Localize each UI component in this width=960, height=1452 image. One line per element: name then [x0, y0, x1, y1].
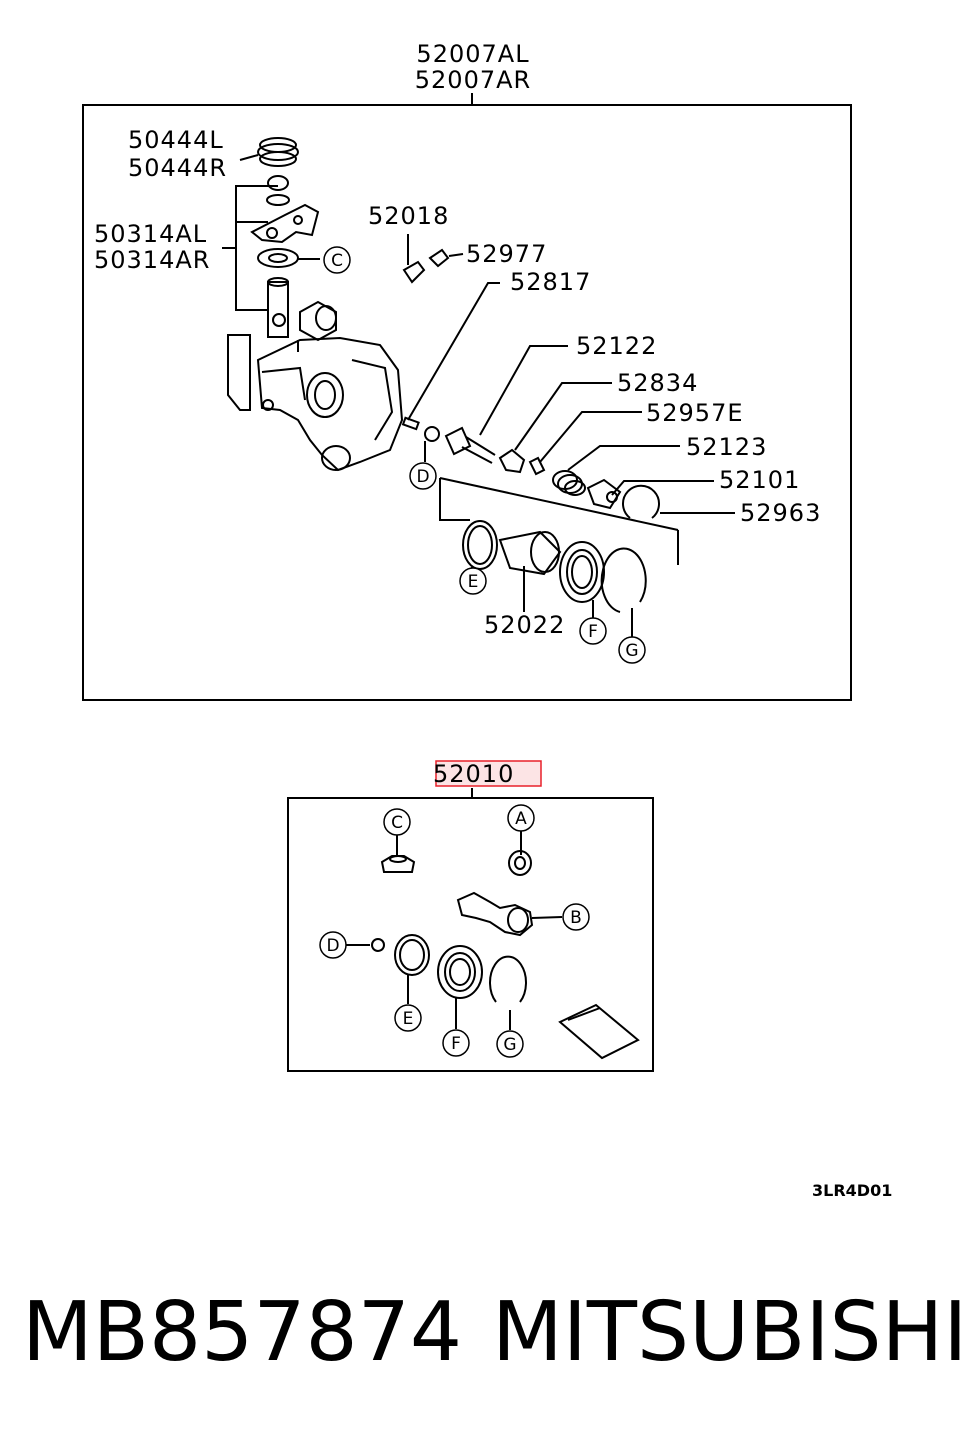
- upper-frame: [82, 104, 852, 701]
- lower-kit: [287, 788, 654, 1072]
- svg-text:E: E: [468, 572, 479, 592]
- svg-text:C: C: [331, 251, 343, 271]
- svg-text:F: F: [588, 622, 598, 642]
- callout-e-lower: E: [394, 1004, 422, 1032]
- callout-a-lower: A: [507, 804, 535, 832]
- svg-text:B: B: [570, 908, 582, 928]
- spring-50444: [239, 137, 299, 167]
- svg-text:G: G: [625, 641, 638, 661]
- label-52123: 52123: [686, 433, 767, 461]
- lower-labels: 52010: [433, 760, 542, 788]
- footer-brand: MITSUBISHI: [492, 1285, 960, 1380]
- svg-text:G: G: [503, 1035, 516, 1055]
- callout-c-lower: C: [383, 808, 411, 836]
- label-52122: 52122: [576, 332, 657, 360]
- label-52817: 52817: [510, 268, 591, 296]
- kit-label-highlight: [435, 760, 542, 787]
- label-50314al: 50314AL: [94, 220, 207, 248]
- label-52022: 52022: [484, 611, 565, 639]
- label-52963: 52963: [740, 499, 821, 527]
- figure-code: 3LR4D01: [812, 1181, 892, 1200]
- callout-g-upper: G: [618, 636, 646, 664]
- svg-text:A: A: [515, 809, 527, 829]
- label-52834: 52834: [617, 369, 698, 397]
- upper-assembly: [82, 93, 852, 701]
- callout-d-lower: D: [319, 931, 347, 959]
- assembly-label-right: 52007AR: [415, 66, 531, 94]
- label-52018: 52018: [368, 202, 449, 230]
- label-50314ar: 50314AR: [94, 246, 210, 274]
- callout-f-upper: F: [579, 617, 607, 645]
- footer-part-number: MB857874: [22, 1285, 463, 1380]
- callout-e-upper: E: [459, 567, 487, 595]
- label-52957e: 52957E: [646, 399, 744, 427]
- label-50444r: 50444R: [128, 154, 227, 182]
- svg-text:C: C: [391, 813, 403, 833]
- svg-text:F: F: [451, 1034, 461, 1054]
- callout-g-lower: G: [496, 1030, 524, 1058]
- svg-text:D: D: [416, 467, 429, 487]
- callout-c-upper: C: [323, 246, 351, 274]
- svg-text:D: D: [326, 936, 339, 956]
- parts-diagram: 52007AL 52007AR 50444L 50444R 50314AL 50…: [82, 40, 892, 1200]
- svg-text:E: E: [403, 1009, 414, 1029]
- lower-callouts: C A B D E F G: [319, 804, 590, 1058]
- lower-frame: [287, 797, 654, 1072]
- callout-b-lower: B: [562, 903, 590, 931]
- upper-callouts: C D E F G: [323, 246, 646, 664]
- assembly-label-left: 52007AL: [416, 40, 529, 68]
- upper-labels: 52007AL 52007AR 50444L 50444R 50314AL 50…: [94, 40, 821, 639]
- label-52977: 52977: [466, 240, 547, 268]
- kit-label: 52010: [433, 760, 514, 788]
- callout-f-lower: F: [442, 1029, 470, 1057]
- footer-caption: MB857874 MITSUBISHI: [0, 1285, 960, 1395]
- label-52101: 52101: [719, 466, 800, 494]
- callout-d-upper: D: [409, 462, 437, 490]
- label-50444l: 50444L: [128, 126, 224, 154]
